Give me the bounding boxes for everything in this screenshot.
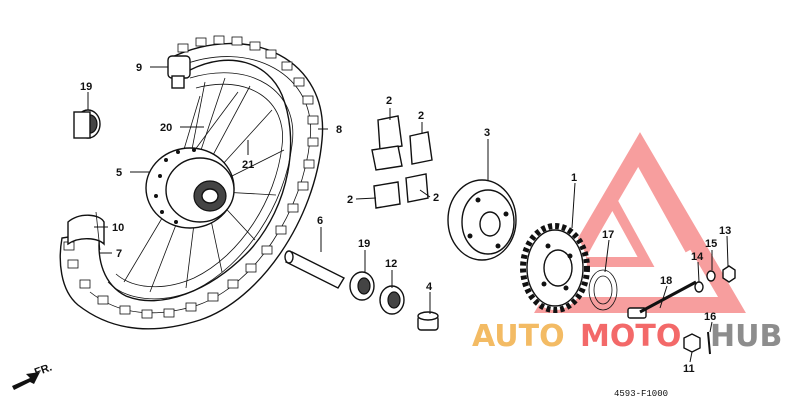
callout-18: 18 bbox=[660, 275, 672, 287]
oil-seal bbox=[379, 285, 405, 315]
watermark-wordmark: AUTO MOTO HUB bbox=[472, 319, 782, 354]
pin bbox=[707, 331, 711, 355]
callout-14: 14 bbox=[691, 251, 704, 263]
callout-5: 5 bbox=[116, 167, 122, 179]
callout-3: 3 bbox=[484, 127, 490, 139]
diagram-code: 4593-F1000 bbox=[614, 389, 668, 399]
bearing-left bbox=[73, 109, 101, 139]
front-direction-label: FR. bbox=[33, 361, 54, 378]
watermark-text-left: AUTO bbox=[472, 319, 565, 354]
washer bbox=[694, 281, 704, 293]
collar bbox=[417, 311, 439, 331]
callout-4: 4 bbox=[426, 281, 433, 293]
callout-19a: 19 bbox=[80, 81, 92, 93]
callout-2b: 2 bbox=[418, 110, 424, 122]
callout-16: 16 bbox=[704, 311, 716, 323]
front-direction-arrow bbox=[12, 372, 40, 390]
rear-tire bbox=[59, 35, 324, 330]
tube-valve bbox=[167, 55, 191, 89]
driven-flange bbox=[447, 179, 517, 261]
axle-nut bbox=[722, 265, 736, 283]
watermark-text-right: HUB bbox=[710, 319, 782, 354]
leader-lines bbox=[87, 66, 729, 363]
callout-2d: 2 bbox=[433, 192, 439, 204]
callout-7: 7 bbox=[116, 248, 122, 260]
callout-9: 9 bbox=[136, 62, 142, 74]
callout-12: 12 bbox=[385, 258, 397, 270]
callout-1: 1 bbox=[571, 172, 577, 184]
wheel-dampers bbox=[371, 115, 433, 209]
chain-adjuster bbox=[627, 280, 697, 319]
callout-2a: 2 bbox=[386, 95, 392, 107]
lock-plate bbox=[588, 269, 618, 311]
bearing-center bbox=[349, 271, 375, 301]
axle-sleeve bbox=[284, 250, 345, 289]
final-driven-sprocket bbox=[520, 223, 590, 313]
rear-hub bbox=[145, 147, 235, 229]
stud-nut bbox=[683, 333, 701, 353]
callout-10: 10 bbox=[112, 222, 124, 234]
callout-2c: 2 bbox=[347, 194, 353, 206]
tube-and-rim-band bbox=[67, 211, 105, 251]
callout-17: 17 bbox=[602, 229, 614, 241]
callout-numbers: 1 2 2 2 2 3 4 5 6 7 8 9 10 11 12 13 14 1… bbox=[80, 62, 731, 375]
callout-8: 8 bbox=[336, 124, 342, 136]
spacer-nut bbox=[706, 270, 716, 282]
callout-13: 13 bbox=[719, 225, 731, 237]
callout-15: 15 bbox=[705, 238, 717, 250]
watermark-text-mid: MOTO bbox=[580, 319, 681, 354]
rim bbox=[107, 72, 294, 300]
callout-6: 6 bbox=[317, 215, 323, 227]
callout-11: 11 bbox=[683, 363, 695, 375]
callout-21: 21 bbox=[242, 159, 254, 171]
watermark-logo bbox=[534, 132, 746, 313]
callout-19b: 19 bbox=[358, 238, 370, 250]
callout-20: 20 bbox=[160, 122, 172, 134]
